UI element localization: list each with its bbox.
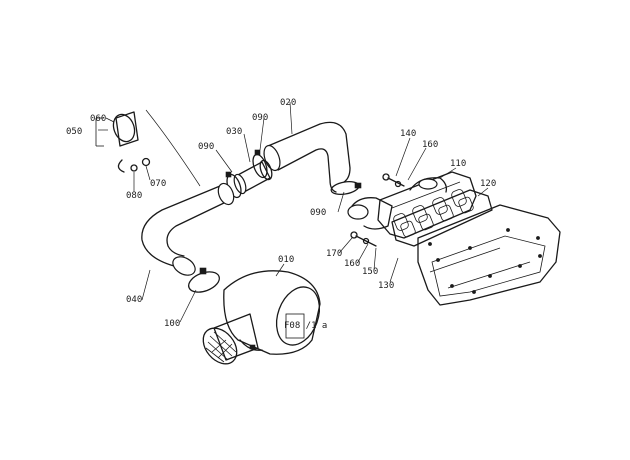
callout-010: 010 (278, 255, 294, 265)
manifold-elbow (347, 197, 393, 230)
callout-120: 120 (480, 179, 496, 189)
hose-upper (263, 121, 351, 193)
callout-160-bottom: 160 (344, 259, 360, 269)
callout-040: 040 (126, 295, 142, 305)
callout-130: 130 (378, 281, 394, 291)
clamp-upper-right (330, 180, 362, 196)
leader-lines (98, 101, 489, 323)
callout-100: 100 (164, 319, 180, 329)
cap-assembly (95, 111, 139, 147)
callout-070: 070 (150, 179, 166, 189)
callout-170: 170 (326, 249, 342, 259)
filter-label: F08 /1 a (284, 321, 327, 331)
callout-090-left: 090 (198, 142, 214, 152)
callout-150: 150 (362, 267, 378, 277)
callout-030: 030 (226, 127, 242, 137)
intake-manifold (377, 171, 477, 239)
callout-050: 050 (66, 127, 82, 137)
manifold-bolts (350, 173, 405, 247)
strap-bolts (117, 157, 151, 173)
clamp-lower (188, 267, 220, 293)
callout-020: 020 (280, 98, 296, 108)
leader-060 (145, 109, 201, 187)
callout-090-right: 090 (310, 208, 326, 218)
callout-110: 110 (450, 159, 466, 169)
callout-060: 060 (90, 114, 106, 124)
callout-080: 080 (126, 191, 142, 201)
connector-pipe (225, 149, 273, 199)
callout-140: 140 (400, 129, 416, 139)
intake-gasket (391, 189, 493, 247)
callout-090-top: 090 (252, 113, 268, 123)
callout-160-top: 160 (422, 140, 438, 150)
air-cleaner (202, 270, 321, 365)
callouts: 020 090 030 090 060 050 070 080 090 010 … (66, 98, 496, 329)
engine-block (417, 204, 561, 306)
hose-lower (141, 182, 235, 276)
